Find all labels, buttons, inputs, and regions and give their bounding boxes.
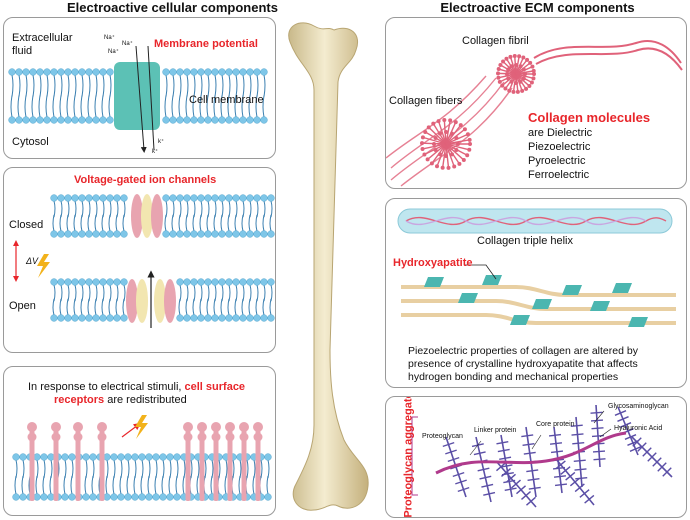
membrane-potential-title: Membrane potential — [154, 38, 258, 50]
lipid-bilayer — [8, 68, 268, 124]
triple-helix-tube — [397, 208, 673, 234]
property-ferroelectric: Ferroelectric — [528, 169, 590, 181]
proteoglycan-label: Proteoglycan — [422, 433, 463, 440]
collagen-illustration — [386, 40, 683, 187]
channel-subunit — [131, 194, 143, 238]
open-label: Open — [9, 300, 36, 312]
sodium-ion-label-3: Na⁺ — [108, 49, 119, 55]
potassium-ion-label-2: k⁺ — [152, 149, 159, 155]
collagen-molecules-title: Collagen molecules — [528, 110, 651, 125]
glycosaminoglycan-label: Glycosaminoglycan — [608, 403, 669, 410]
property-dielectric: are Dielectric — [528, 127, 593, 139]
caption-line-2: presence of crystalline hydroxyapatite t… — [408, 358, 638, 370]
proteoglycan-aggregate-title: Proteoglycan aggregate — [402, 396, 415, 518]
ion-channel-illustration — [13, 194, 275, 328]
sodium-ion-label-2: Na⁺ — [122, 41, 133, 47]
closed-label: Closed — [9, 219, 44, 231]
membrane-potential-panel: Extracellular fluid Membrane potential C… — [3, 17, 276, 159]
cytosol-label: Cytosol — [12, 136, 49, 148]
membrane-illustration — [8, 45, 268, 153]
receptor-caption-line1: In response to electrical stimuli, cell … — [28, 381, 245, 393]
potassium-ion-label: k⁺ — [158, 139, 165, 145]
collagen-fiber-bundle — [420, 118, 472, 170]
proteoglycan-panel: Proteoglycan aggregate Proteoglycan Link… — [385, 396, 687, 518]
cell-membrane-label: Cell membrane — [189, 94, 264, 106]
lightning-icon — [135, 415, 148, 439]
ion-channel-protein — [114, 62, 160, 130]
hydroxyapatite-caption: Piezoelectric properties of collagen are… — [408, 345, 638, 384]
lipid-bilayer — [12, 453, 272, 501]
extracellular-label: Extracellular — [12, 32, 73, 44]
collagen-fibril-strand — [533, 40, 683, 71]
collagen-fiber-bundle — [496, 54, 536, 94]
receptor-caption-line2: receptors are redistributed — [54, 394, 187, 406]
femur-bone-illustration — [288, 22, 369, 511]
core-protein-label: Core protein — [536, 421, 575, 428]
hydroxyapatite-panel: Collagen triple helix Hydroxyapatite Pie… — [385, 198, 687, 388]
receptor-illustration — [12, 415, 272, 501]
left-header: Electroactive cellular components — [67, 0, 278, 15]
delta-v-label: ΔV — [26, 256, 39, 266]
cell-surface-receptors — [27, 422, 263, 501]
caption-line-1: Piezoelectric properties of collagen are… — [408, 345, 638, 357]
linker-protein-label: Linker protein — [474, 427, 517, 434]
ion-channels-panel: Voltage-gated ion channels Closed ΔV Ope… — [3, 167, 276, 353]
receptor-highlight-2: receptors — [54, 394, 105, 406]
collagen-panel: Collagen fibril Collagen fibers Collagen… — [385, 17, 687, 189]
lipid-bilayer — [50, 194, 275, 238]
hydroxyapatite-title: Hydroxyapatite — [393, 257, 473, 269]
hydroxyapatite-crystals — [424, 275, 648, 327]
receptor-caption-end: are redistributed — [107, 394, 187, 406]
property-pyroelectric: Pyroelectric — [528, 155, 586, 167]
proteoglycan-illustration — [411, 404, 673, 508]
lightning-icon — [37, 254, 50, 278]
receptor-highlight-1: cell surface — [184, 381, 246, 393]
collagen-fibers-label: Collagen fibers — [389, 95, 463, 107]
caption-line-3: hydrogen bonding and mechanical properti… — [408, 371, 619, 383]
triple-helix-label: Collagen triple helix — [477, 235, 573, 247]
voltage-gated-title: Voltage-gated ion channels — [74, 174, 217, 186]
hydroxyapatite-illustration — [397, 208, 676, 327]
hyaluronic-acid-backbone — [435, 431, 627, 475]
collagen-fibril-label: Collagen fibril — [462, 35, 529, 47]
fluid-label: fluid — [12, 45, 33, 57]
sodium-ion-label: Na⁺ — [104, 35, 115, 41]
right-header: Electroactive ECM components — [440, 0, 635, 15]
collagen-properties-list: are Dielectric Piezoelectric Pyroelectri… — [528, 126, 592, 182]
receptor-caption-start: In response to electrical stimuli, — [28, 381, 182, 393]
hyaluronic-acid-label: Hyaluronic Acid — [614, 425, 663, 432]
property-piezoelectric: Piezoelectric — [528, 141, 591, 153]
receptors-panel: In response to electrical stimuli, cell … — [3, 366, 276, 516]
lipid-bilayer — [50, 278, 275, 322]
